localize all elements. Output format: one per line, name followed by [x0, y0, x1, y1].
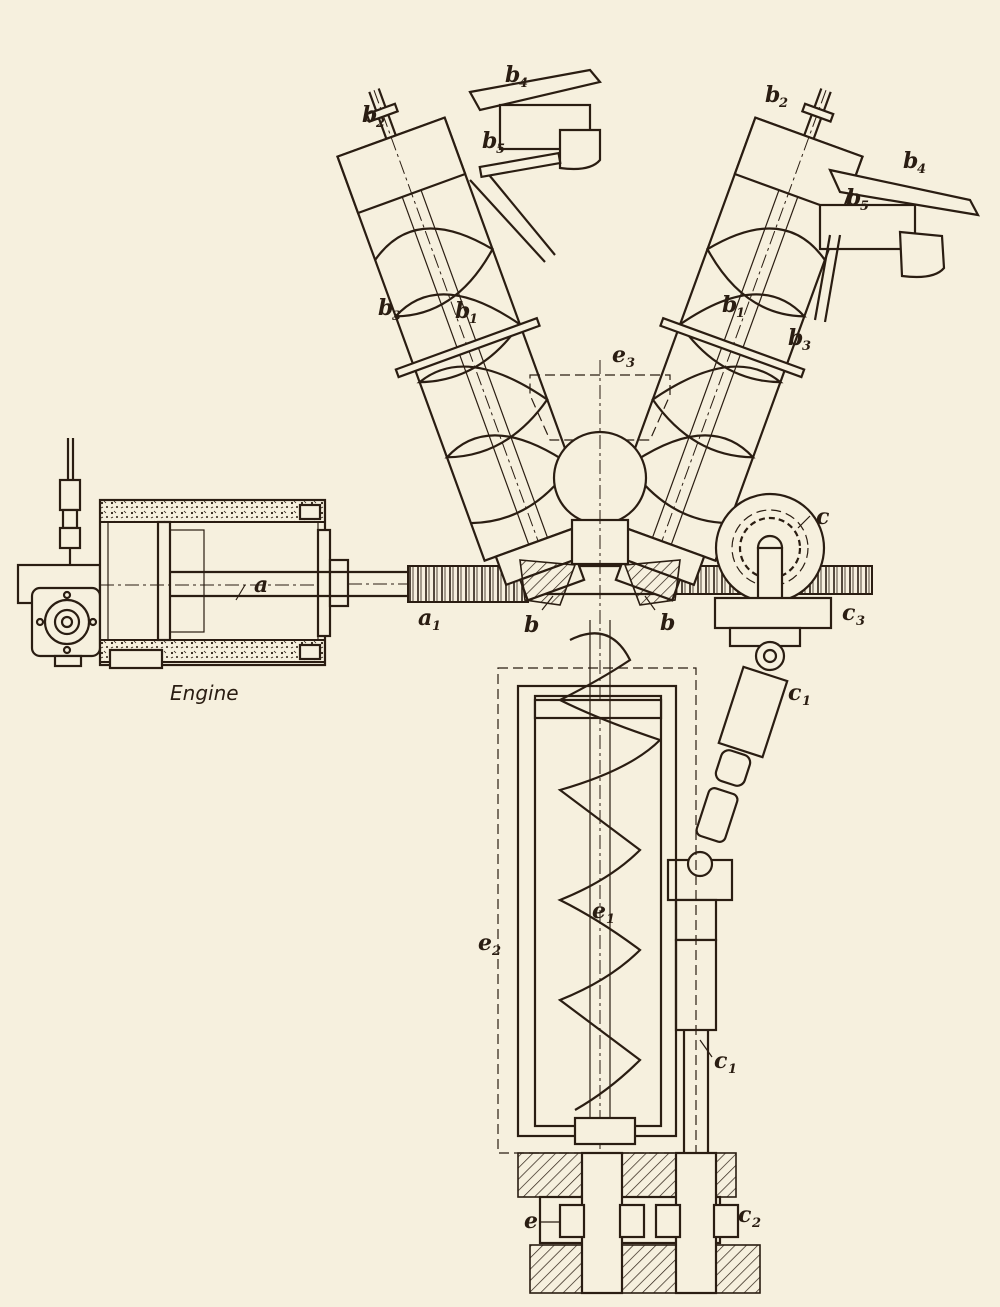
engine-caption: Engine	[170, 681, 239, 705]
svg-text:b: b	[788, 325, 803, 351]
svg-text:c: c	[714, 1048, 728, 1074]
foundation	[517, 1151, 761, 1295]
svg-text:1: 1	[736, 306, 745, 321]
right-chute	[813, 168, 981, 323]
svg-text:b: b	[903, 148, 918, 174]
svg-text:b: b	[455, 298, 470, 324]
svg-text:3: 3	[626, 356, 635, 371]
svg-text:2: 2	[375, 116, 385, 131]
label-b4-left: b4	[505, 62, 528, 91]
engine-group	[16, 438, 408, 670]
label-b3-left: b3	[378, 295, 401, 324]
svg-text:a: a	[254, 572, 268, 598]
piston	[156, 520, 172, 642]
label-b-right: b	[660, 610, 675, 636]
svg-text:c: c	[816, 504, 830, 530]
piston-rod	[170, 570, 408, 598]
label-b2-right: b2	[765, 82, 788, 111]
pinion-gear	[713, 492, 833, 648]
svg-text:e: e	[524, 1208, 538, 1234]
svg-text:3: 3	[392, 309, 401, 324]
label-b1-right: b1	[722, 292, 745, 321]
label-b-left: b	[524, 612, 539, 638]
label-e: e	[524, 1208, 538, 1234]
svg-text:b: b	[524, 612, 539, 638]
steam-inlet-flange	[30, 586, 102, 668]
svg-text:1: 1	[802, 694, 811, 709]
label-b5-right: b5	[846, 185, 869, 214]
svg-text:1: 1	[432, 619, 441, 634]
label-b1-left: b1	[455, 298, 478, 327]
right-tube	[606, 88, 864, 602]
svg-text:2: 2	[778, 96, 788, 111]
label-a: a	[254, 572, 268, 598]
svg-text:2: 2	[491, 944, 501, 959]
svg-text:c: c	[788, 680, 802, 706]
bracket-c3	[713, 596, 833, 630]
left-tube	[336, 88, 594, 602]
svg-text:b: b	[362, 102, 377, 128]
leader-lines	[235, 515, 811, 1223]
label-b4-right: b4	[903, 148, 926, 177]
svg-text:b: b	[722, 292, 737, 318]
vertical-conveyor	[497, 620, 697, 1154]
svg-text:e: e	[612, 342, 626, 368]
label-b2-left: b2	[362, 102, 385, 131]
left-chute	[468, 68, 602, 263]
svg-text:e: e	[592, 898, 606, 924]
svg-text:b: b	[482, 128, 497, 154]
svg-text:4: 4	[519, 76, 528, 91]
svg-text:c: c	[738, 1202, 752, 1228]
svg-text:2: 2	[751, 1216, 761, 1231]
engine-cylinder	[98, 498, 350, 670]
svg-text:4: 4	[917, 162, 926, 177]
svg-text:5: 5	[860, 199, 869, 214]
svg-text:c: c	[842, 600, 856, 626]
svg-text:b: b	[765, 82, 780, 108]
svg-text:1: 1	[469, 312, 478, 327]
svg-text:1: 1	[606, 912, 615, 927]
svg-text:3: 3	[802, 339, 811, 354]
svg-text:b: b	[846, 185, 861, 211]
svg-text:b: b	[660, 610, 675, 636]
governor	[58, 438, 82, 566]
svg-text:1: 1	[728, 1062, 737, 1077]
svg-text:b: b	[378, 295, 393, 321]
svg-text:5: 5	[496, 142, 505, 157]
central-junction	[519, 360, 681, 1290]
label-c: c	[816, 504, 830, 530]
svg-text:3: 3	[856, 614, 865, 629]
svg-text:e: e	[478, 930, 492, 956]
label-b3-right: b3	[788, 325, 811, 354]
svg-text:a: a	[418, 605, 432, 631]
svg-text:b: b	[505, 62, 520, 88]
label-b5-left: b5	[482, 128, 505, 157]
